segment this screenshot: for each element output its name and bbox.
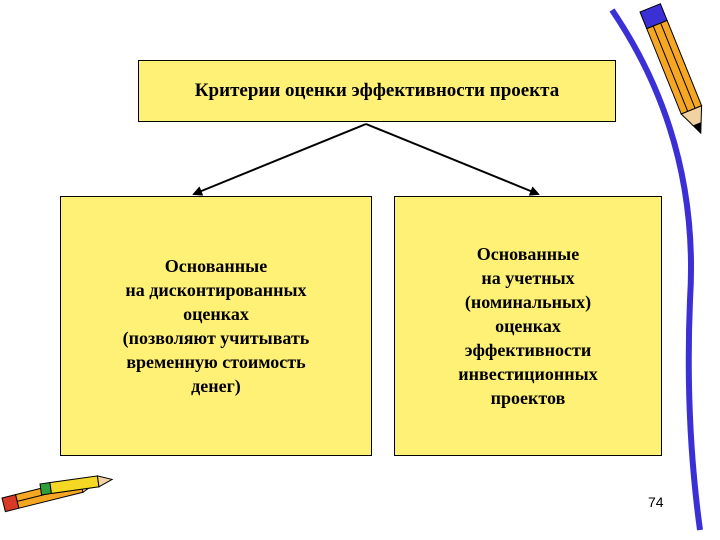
pencil-icon (640, 4, 711, 137)
child-node-discounted-label: Основанные на дисконтированных оценках (… (123, 254, 310, 398)
child-node-discounted: Основанные на дисконтированных оценках (… (60, 196, 372, 456)
child-node-accounting-label: Основанные на учетных (номинальных) оцен… (458, 242, 597, 410)
page-number: 74 (648, 494, 664, 510)
pencils-icon (2, 474, 113, 512)
root-node: Критерии оценки эффективности проекта (138, 60, 616, 122)
root-node-label: Критерии оценки эффективности проекта (195, 80, 559, 102)
connector-right (366, 124, 538, 194)
connector-left (194, 124, 366, 194)
child-node-accounting: Основанные на учетных (номинальных) оцен… (394, 196, 662, 456)
